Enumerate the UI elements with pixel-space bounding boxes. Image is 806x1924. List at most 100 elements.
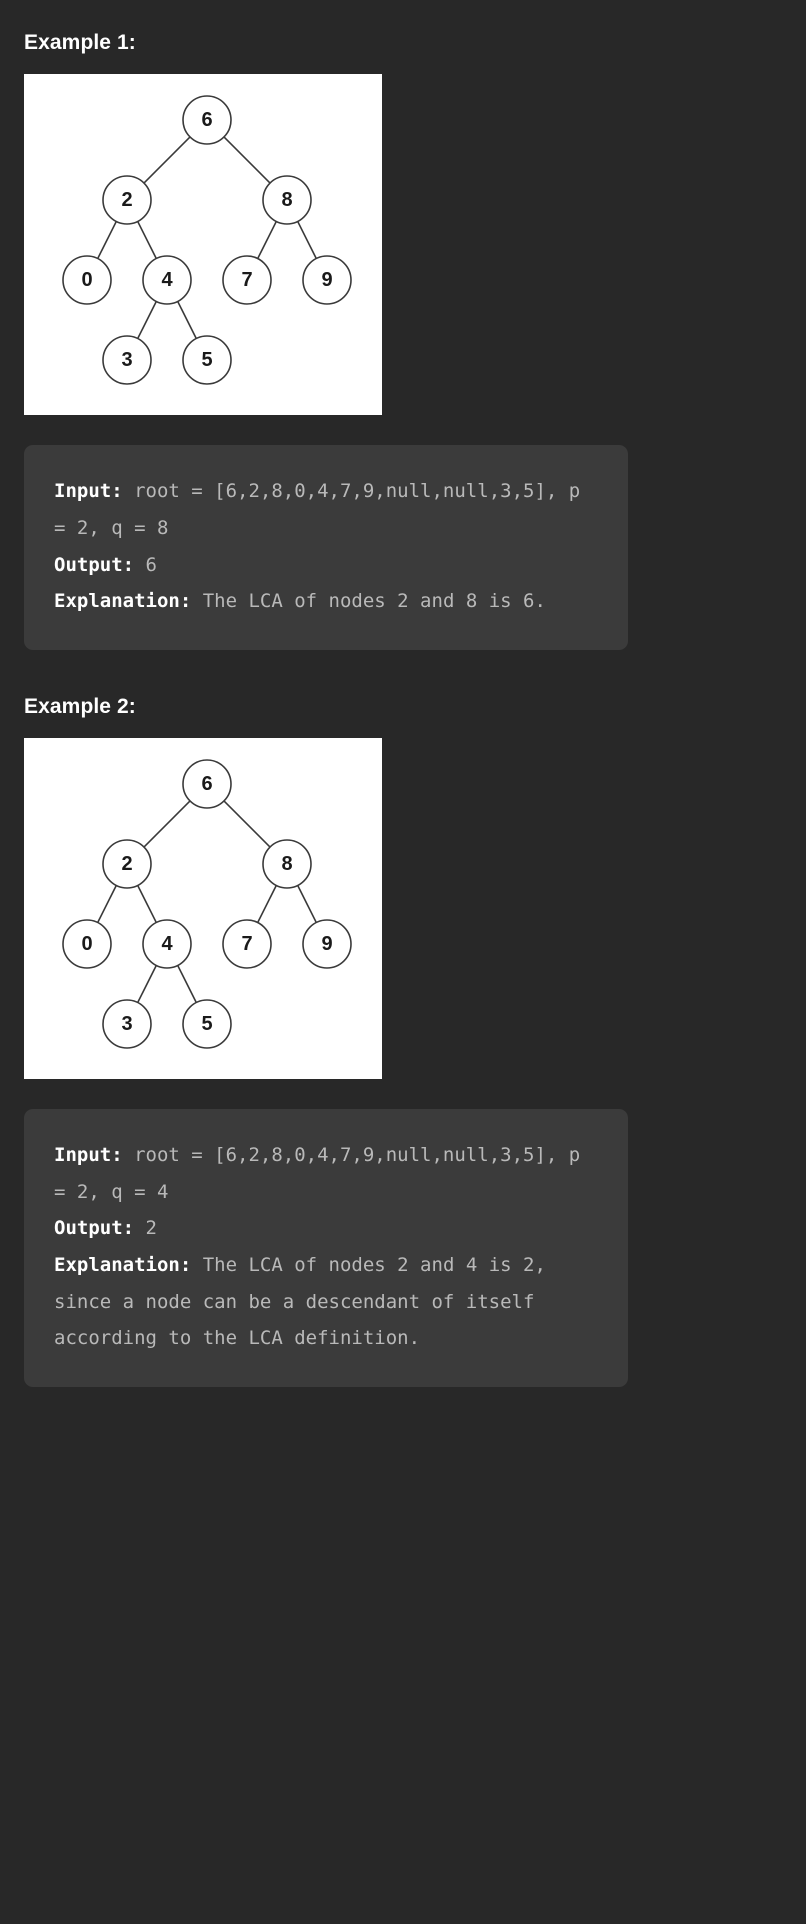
tree-node-label: 9 bbox=[321, 933, 332, 955]
explanation-value: The LCA of nodes 2 and 4 is 2, since a n… bbox=[54, 1254, 558, 1350]
tree-edge bbox=[137, 965, 157, 1004]
tree-node-circle bbox=[182, 999, 232, 1049]
example-2-code-block: Input: root = [6,2,8,0,4,7,9,null,null,3… bbox=[24, 1109, 628, 1388]
tree-node-circle bbox=[62, 919, 112, 969]
tree-node-2: 2 bbox=[102, 839, 152, 889]
tree-node-circle bbox=[102, 335, 152, 386]
explanation-value: The LCA of nodes 2 and 8 is 6. bbox=[191, 590, 546, 613]
tree-node-8: 8 bbox=[262, 175, 312, 226]
tree-node-0: 0 bbox=[62, 255, 112, 306]
tree-node-9: 9 bbox=[302, 255, 352, 306]
input-label: Input: bbox=[54, 1144, 123, 1167]
input-value: root = [6,2,8,0,4,7,9,null,null,3,5], p … bbox=[54, 1144, 592, 1203]
example-1-heading: Example 1: bbox=[24, 31, 136, 54]
example-2-input-line: Input: root = [6,2,8,0,4,7,9,null,null,3… bbox=[54, 1137, 598, 1210]
example-1-output-line: Output: 6 bbox=[54, 547, 598, 584]
input-label: Input: bbox=[54, 480, 123, 503]
tree-node-4: 4 bbox=[142, 919, 192, 969]
tree-node-label: 7 bbox=[241, 269, 252, 291]
tree-node-3: 3 bbox=[102, 999, 152, 1049]
tree-node-2: 2 bbox=[102, 175, 152, 226]
tree-node-label: 8 bbox=[281, 189, 292, 211]
tree-node-circle bbox=[102, 839, 152, 889]
tree-node-9: 9 bbox=[302, 919, 352, 969]
tree-node-label: 0 bbox=[81, 269, 92, 291]
tree-node-label: 8 bbox=[281, 853, 292, 875]
example-1-code-block: Input: root = [6,2,8,0,4,7,9,null,null,3… bbox=[24, 445, 628, 650]
tree-node-label: 3 bbox=[121, 349, 132, 371]
tree-node-7: 7 bbox=[222, 255, 272, 306]
explanation-label: Explanation: bbox=[54, 1254, 192, 1277]
tree-edge bbox=[143, 800, 191, 848]
tree-node-label: 2 bbox=[121, 853, 132, 875]
tree-node-label: 3 bbox=[121, 1013, 132, 1035]
tree-edge bbox=[97, 221, 117, 260]
tree-node-circle bbox=[222, 919, 272, 969]
tree-node-5: 5 bbox=[182, 335, 232, 386]
tree-diagram: 6 2 8 0 4 7 9 3 5 bbox=[62, 95, 352, 386]
output-label: Output: bbox=[54, 553, 135, 576]
example-2-tree-figure: 6 2 8 0 4 7 9 3 5 bbox=[24, 738, 382, 1080]
tree-node-circle bbox=[182, 759, 232, 809]
tree-edge bbox=[143, 136, 191, 184]
tree-node-circle bbox=[262, 839, 312, 889]
tree-node-5: 5 bbox=[182, 999, 232, 1049]
tree-node-label: 6 bbox=[201, 773, 212, 795]
page-root: Example 1: 6 2 8 0 4 7 9 3 5 Input: root = [6,2,… bbox=[24, 30, 782, 1388]
tree-node-4: 4 bbox=[142, 255, 192, 306]
tree-edge bbox=[297, 221, 317, 260]
tree-node-label: 2 bbox=[121, 189, 132, 211]
tree-node-label: 5 bbox=[201, 349, 212, 371]
tree-node-3: 3 bbox=[102, 335, 152, 386]
tree-node-circle bbox=[62, 255, 112, 306]
output-label: Output: bbox=[54, 1217, 135, 1240]
tree-node-circle bbox=[182, 335, 232, 386]
tree-edge bbox=[297, 885, 317, 924]
tree-node-label: 4 bbox=[161, 269, 173, 291]
tree-node-circle bbox=[302, 919, 352, 969]
tree-node-circle bbox=[142, 919, 192, 969]
tree-node-circle bbox=[262, 175, 312, 226]
tree-node-label: 7 bbox=[241, 933, 252, 955]
tree-edge bbox=[257, 885, 277, 924]
tree-node-circle bbox=[102, 175, 152, 226]
explanation-label: Explanation: bbox=[54, 590, 192, 613]
tree-node-circle bbox=[302, 255, 352, 306]
tree-edge bbox=[137, 301, 157, 340]
example-2-output-line: Output: 2 bbox=[54, 1210, 598, 1247]
tree-edge bbox=[177, 965, 197, 1004]
example-1-input-line: Input: root = [6,2,8,0,4,7,9,null,null,3… bbox=[54, 473, 598, 546]
tree-edge bbox=[137, 221, 157, 260]
example-1-tree-figure: 6 2 8 0 4 7 9 3 5 bbox=[24, 74, 382, 416]
tree-node-6: 6 bbox=[182, 759, 232, 809]
tree-node-label: 5 bbox=[201, 1013, 212, 1035]
tree-node-label: 0 bbox=[81, 933, 92, 955]
tree-node-circle bbox=[102, 999, 152, 1049]
tree-node-label: 4 bbox=[161, 933, 173, 955]
tree-node-0: 0 bbox=[62, 919, 112, 969]
input-value: root = [6,2,8,0,4,7,9,null,null,3,5], p … bbox=[54, 480, 592, 539]
tree-edge bbox=[257, 221, 277, 260]
tree-diagram: 6 2 8 0 4 7 9 3 5 bbox=[62, 759, 352, 1049]
example-1-explanation-line: Explanation: The LCA of nodes 2 and 8 is… bbox=[54, 583, 598, 620]
tree-node-7: 7 bbox=[222, 919, 272, 969]
tree-node-circle bbox=[182, 95, 232, 146]
example-section-2: Example 2: 6 2 8 0 4 7 9 3 5 Input: root = [6,2,… bbox=[24, 694, 782, 1388]
output-value: 2 bbox=[134, 1217, 157, 1240]
tree-node-circle bbox=[222, 255, 272, 306]
tree-edge bbox=[177, 301, 197, 340]
tree-edge bbox=[223, 136, 271, 184]
tree-edge bbox=[223, 800, 271, 848]
output-value: 6 bbox=[134, 553, 157, 576]
tree-node-label: 6 bbox=[201, 109, 212, 131]
tree-node-circle bbox=[142, 255, 192, 306]
tree-edge bbox=[97, 885, 117, 924]
example-2-heading: Example 2: bbox=[24, 694, 136, 718]
tree-node-label: 9 bbox=[321, 269, 332, 291]
tree-node-6: 6 bbox=[182, 95, 232, 146]
tree-edge bbox=[137, 885, 157, 924]
section-spacer bbox=[24, 650, 782, 694]
example-section-1: Example 1: 6 2 8 0 4 7 9 3 5 Input: root = [6,2,… bbox=[24, 30, 782, 650]
tree-node-8: 8 bbox=[262, 839, 312, 889]
example-2-explanation-line: Explanation: The LCA of nodes 2 and 4 is… bbox=[54, 1247, 598, 1357]
